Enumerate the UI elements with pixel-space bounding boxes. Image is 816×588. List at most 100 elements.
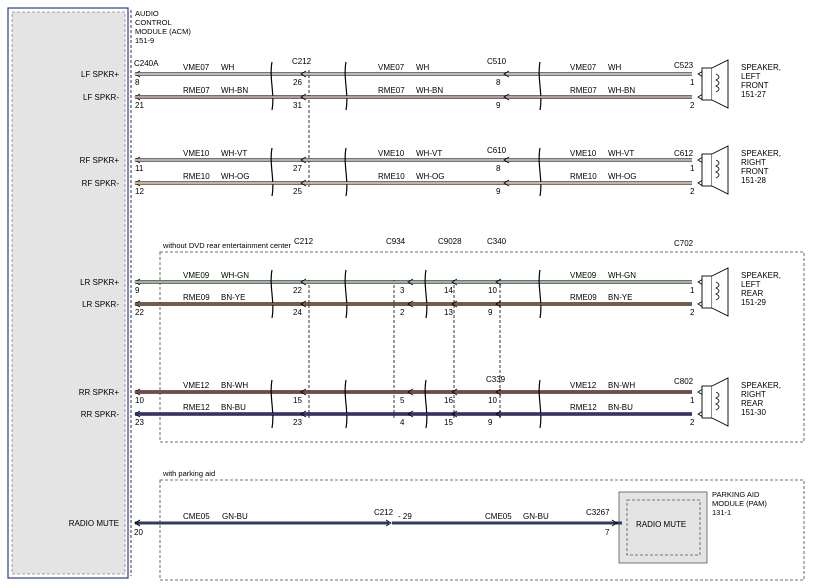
connector-arrow	[300, 70, 307, 78]
wire-circuit-label: RME10	[570, 172, 597, 181]
speaker-coil	[715, 281, 720, 301]
connector-arrow	[697, 70, 704, 78]
speaker-symbol	[701, 267, 729, 317]
wire-pin-number: 9	[496, 101, 501, 110]
acm-title-line-4: 151-9	[135, 36, 154, 45]
wire-circuit-label: VME07	[183, 63, 210, 72]
acm-title-line-2: CONTROL	[135, 18, 172, 27]
speaker-cone	[711, 377, 729, 427]
connector-arrow	[697, 93, 704, 101]
acm-pin-label: LR SPKR+	[80, 278, 119, 287]
wire-color-label: WH-OG	[416, 172, 444, 181]
wire-circuit-label: VME10	[183, 149, 210, 158]
wire-pin-number: 9	[488, 308, 493, 317]
diagram-frame: AUDIO CONTROL MODULE (ACM) 151-9 without…	[7, 7, 805, 581]
wire-pin-number: 9	[488, 418, 493, 427]
connector-arrow	[495, 300, 502, 308]
speaker-symbol	[701, 59, 729, 109]
connector-label-c340: C340	[487, 237, 507, 246]
pam-module-inner	[626, 499, 701, 556]
pam-module-frame	[618, 491, 708, 564]
wire-color-label: BN-BU	[221, 403, 246, 412]
wire-circuit-label: RME12	[183, 403, 210, 412]
wire-color-label: WH-OG	[608, 172, 636, 181]
wire-pin-number: 4	[400, 418, 405, 427]
speaker-label-line: 151-29	[741, 298, 766, 307]
connector-label-c610: C610	[487, 146, 507, 155]
wire-pin-number: 8	[496, 78, 501, 87]
mute-circuit-right: CME05	[485, 512, 512, 521]
wire-circuit-label: RME10	[378, 172, 405, 181]
connector-arrow	[697, 179, 704, 187]
wire-pin-number: 24	[293, 308, 302, 317]
wire-break-mark	[538, 269, 542, 319]
pam-title-line-3: 131-1	[712, 508, 731, 517]
pam-input-arrow	[611, 519, 618, 527]
speaker-label-line: REAR	[741, 289, 763, 298]
connector-arrow	[697, 388, 704, 396]
speaker-cone	[711, 267, 729, 317]
dvd-group-box	[159, 251, 805, 443]
speaker-label-line: SPEAKER,	[741, 381, 781, 390]
wire-break-mark	[270, 61, 274, 111]
wire-color-label: WH-BN	[221, 86, 248, 95]
connector-arrow	[503, 93, 510, 101]
connector-arrow	[503, 156, 510, 164]
acm-pin-label: RF SPKR-	[82, 179, 120, 188]
wire-break-mark	[344, 379, 348, 429]
wire-pin-number: 2	[400, 308, 405, 317]
connector-label-c240a: C240A	[134, 59, 159, 68]
speaker-symbol	[701, 145, 729, 195]
connector-arrow	[697, 410, 704, 418]
wire-pin-number: 11	[135, 164, 144, 173]
mute-pin-pam: 7	[605, 528, 610, 537]
wire-pin-number: 12	[135, 187, 144, 196]
connector-arrow	[697, 278, 704, 286]
wire-pin-number: 26	[293, 78, 302, 87]
wire-circuit-label: RME10	[183, 172, 210, 181]
speaker-cone	[711, 59, 729, 109]
wire-break-mark	[270, 379, 274, 429]
wire-break-mark	[344, 61, 348, 111]
speaker-label-line: SPEAKER,	[741, 271, 781, 280]
wire-color-label: WH	[221, 63, 235, 72]
pam-title-line-1: PARKING AID	[712, 490, 760, 499]
wire-pin-number: 2	[690, 418, 695, 427]
wire-circuit-label: VME10	[378, 149, 405, 158]
connector-arrow	[407, 300, 414, 308]
c212-mute-arrow	[385, 519, 392, 527]
mute-color-right: GN-BU	[523, 512, 549, 521]
acm-title: AUDIO CONTROL MODULE (ACM) 151-9	[135, 9, 191, 45]
wire-color-label: WH-BN	[416, 86, 443, 95]
wire-pin-number: 2	[690, 308, 695, 317]
wire-color-label: BN-YE	[221, 293, 245, 302]
connector-arrow	[300, 388, 307, 396]
wire-circuit-label: VME09	[183, 271, 210, 280]
wire-circuit-label: VME07	[570, 63, 597, 72]
connector-arrow	[300, 300, 307, 308]
connector-label-c702: C702	[674, 239, 694, 248]
wire-color-label: WH	[416, 63, 430, 72]
speaker-label-line: RIGHT	[741, 158, 766, 167]
connector-arrow	[495, 410, 502, 418]
connector-arrow	[300, 179, 307, 187]
wire-pin-number: 1	[690, 396, 695, 405]
speaker-cone	[711, 145, 729, 195]
wire-circuit-label: VME07	[378, 63, 405, 72]
speaker-body	[701, 385, 713, 419]
acm-pin-label: RR SPKR+	[79, 388, 120, 397]
wire-pin-number: 25	[293, 187, 302, 196]
wire-color-label: BN-BU	[608, 403, 633, 412]
wire-pin-number: 2	[690, 187, 695, 196]
wire-pin-number: 1	[690, 286, 695, 295]
pam-pin-label: RADIO MUTE	[636, 520, 686, 529]
wire-pin-number: 3	[400, 286, 405, 295]
mute-pin-acm: 20	[134, 528, 143, 537]
speaker-body	[701, 275, 713, 309]
wire-break-mark	[538, 147, 542, 197]
connector-arrow	[300, 410, 307, 418]
connector-arrow	[407, 410, 414, 418]
connector-label-c612: C612	[674, 149, 694, 158]
wire-color-label: WH-GN	[221, 271, 249, 280]
connector-arrow	[300, 93, 307, 101]
